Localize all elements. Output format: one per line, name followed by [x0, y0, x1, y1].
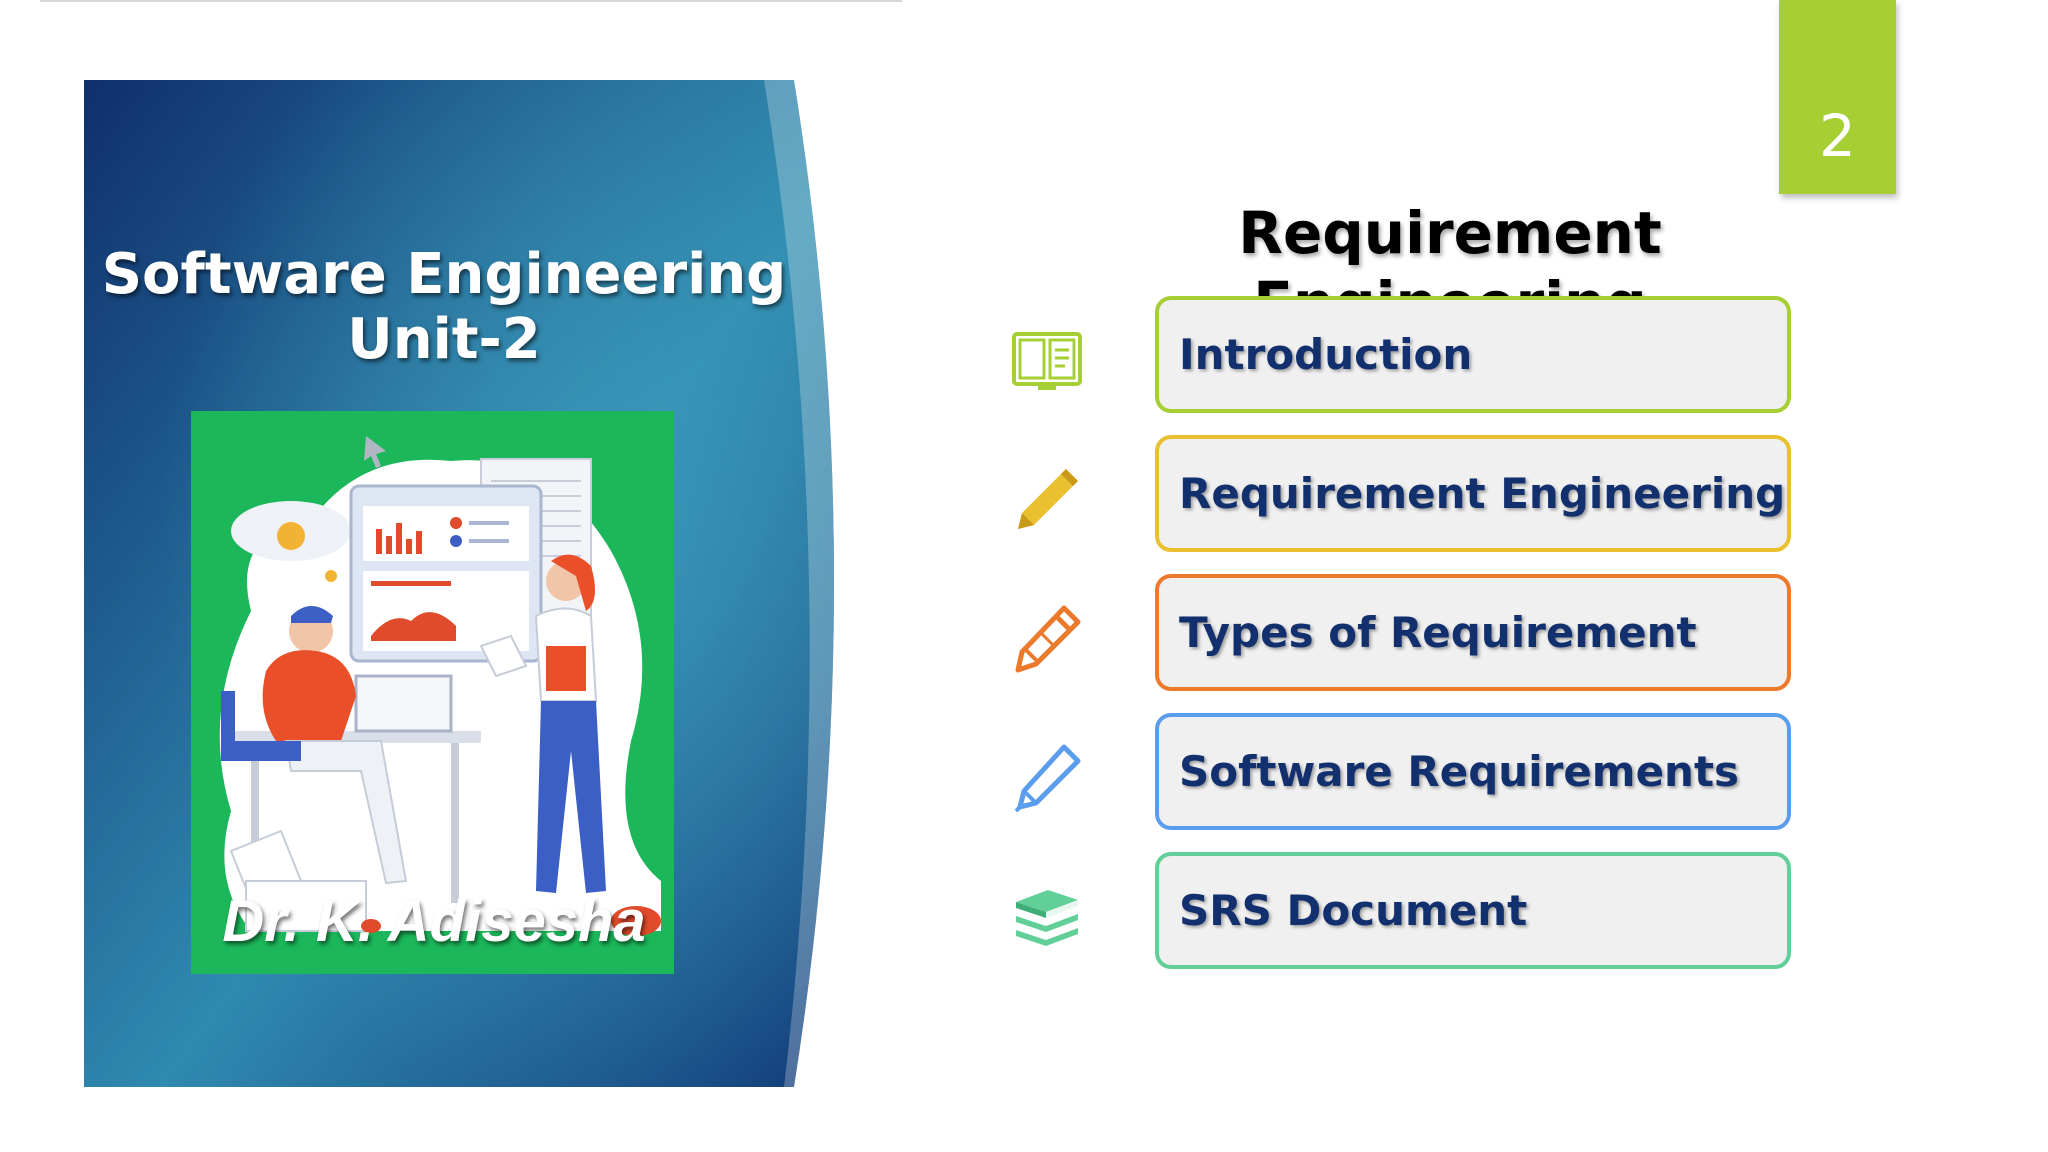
page-number-badge: 2 [1779, 0, 1896, 194]
agenda-item-software-requirements[interactable]: Software Requirements [1010, 713, 1810, 839]
agenda-box-requirement-engineering: Requirement Engineering [1155, 435, 1791, 552]
agenda-box-types-of-requirement: Types of Requirement [1155, 574, 1791, 691]
agenda-label: Introduction [1179, 330, 1473, 379]
pencil-icon [1018, 469, 1078, 529]
pencil-outline-icon [1015, 605, 1081, 673]
agenda-box-introduction: Introduction [1155, 296, 1791, 413]
agenda-label: Software Requirements [1179, 747, 1740, 796]
presentation-illustration [191, 411, 674, 974]
page-number: 2 [1819, 102, 1856, 170]
agenda-label: Types of Requirement [1179, 608, 1697, 657]
agenda-box-software-requirements: Software Requirements [1155, 713, 1791, 830]
top-divider-line [40, 0, 902, 2]
agenda-item-introduction[interactable]: Introduction [1010, 296, 1810, 422]
agenda-item-types-of-requirement[interactable]: Types of Requirement [1010, 574, 1810, 700]
agenda-item-srs-document[interactable]: SRS Document [1010, 852, 1810, 978]
panel-title-line2: Unit-2 [347, 307, 541, 372]
book-icon [1012, 332, 1082, 390]
agenda-item-requirement-engineering[interactable]: Requirement Engineering [1010, 435, 1810, 561]
author-name: Dr. K. Adisesha [222, 889, 646, 954]
stack-books-icon [1016, 890, 1078, 946]
agenda-label: SRS Document [1179, 886, 1528, 935]
agenda-label: Requirement Engineering [1179, 469, 1786, 518]
agenda-box-srs-document: SRS Document [1155, 852, 1791, 969]
panel-title-line1: Software Engineering [101, 242, 787, 307]
title-panel: Software Engineering Unit-2 [84, 80, 844, 1087]
illustration-art [219, 436, 661, 936]
pen-icon [1014, 744, 1081, 813]
